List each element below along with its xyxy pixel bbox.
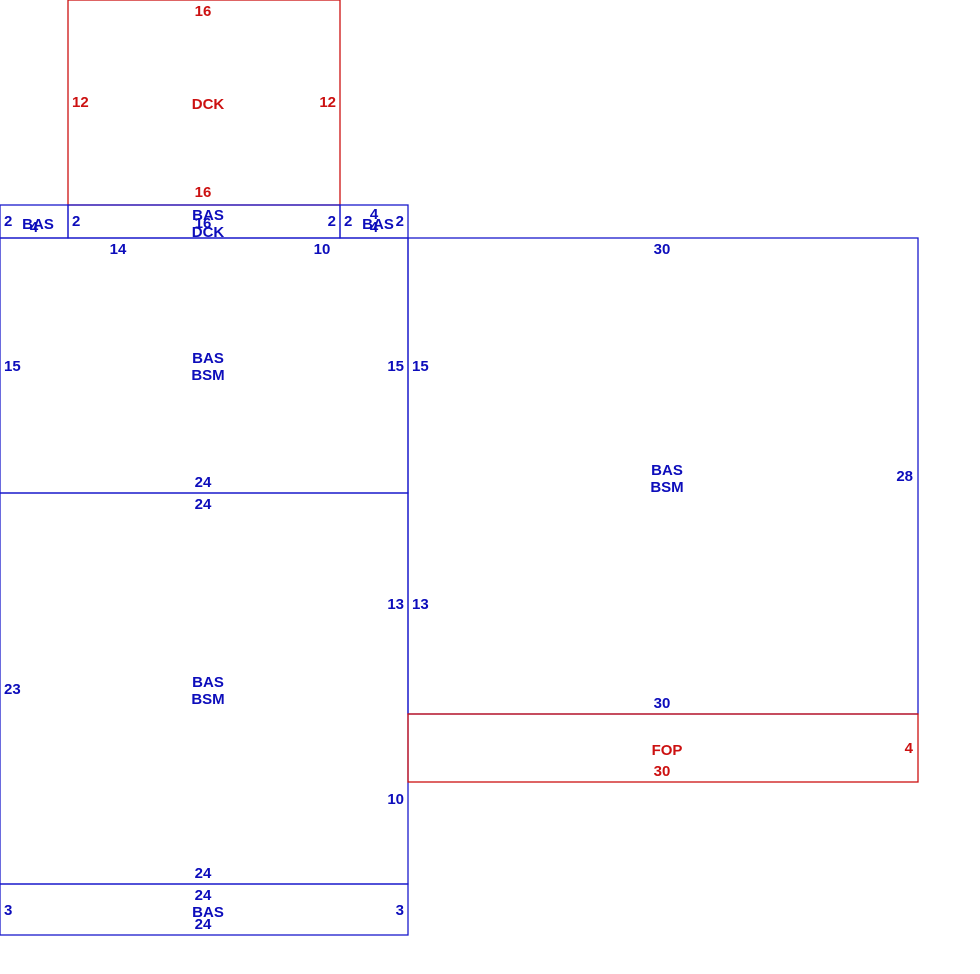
bas-right-small-dim-top: 4 — [370, 206, 379, 223]
lower-left-code-1: BAS — [192, 674, 224, 691]
upper-left-dim-bottom: 24 — [195, 474, 212, 491]
bas-right-small-dim-left: 2 — [344, 213, 352, 230]
bas-strip-dim-right: 2 — [328, 213, 336, 230]
bas-left-small-dim-right: 2 — [72, 213, 80, 230]
bottom-strip-dim-left: 3 — [4, 902, 12, 919]
area-bas-strip-center: 16 BAS DCK 2 — [67, 204, 341, 241]
porch-code: FOP — [652, 742, 683, 759]
right-large-dim-bottom: 30 — [654, 695, 671, 712]
area-bas-right-small: 2 4 4 BAS 2 — [339, 204, 409, 239]
deck-code: DCK — [192, 96, 225, 113]
deck-dim-left: 12 — [72, 94, 89, 111]
area-lower-left: 24 13 23 BAS BSM 10 24 — [0, 492, 409, 885]
lower-left-dim-top: 24 — [195, 496, 212, 513]
deck-dim-top: 16 — [195, 3, 212, 20]
lower-left-dim-left: 23 — [4, 681, 21, 698]
right-large-dim-top: 30 — [654, 241, 671, 258]
area-upper-left: 14 10 15 BAS BSM 15 24 — [0, 237, 409, 494]
bottom-strip-code: BAS — [192, 904, 224, 921]
bas-right-small-dim-bottom: 4 — [370, 219, 379, 236]
bottom-strip-outline — [0, 883, 409, 936]
deck-dim-bottom: 16 — [195, 184, 212, 201]
deck-dim-right: 12 — [319, 94, 336, 111]
upper-left-code-1: BAS — [192, 350, 224, 367]
area-bottom-strip: 24 3 BAS 3 24 — [0, 883, 409, 936]
bottom-strip-dim-right: 3 — [396, 902, 404, 919]
lower-left-dim-right-lower: 10 — [387, 791, 404, 808]
bottom-strip-dim-top: 24 — [195, 887, 212, 904]
bas-left-small-dim-bottom: 4 — [30, 219, 39, 236]
lower-left-code-2: BSM — [191, 691, 224, 708]
lower-left-dim-bottom: 24 — [195, 865, 212, 882]
area-deck: 16 12 12 DCK 16 — [67, 0, 341, 206]
bas-left-small-code: BAS — [22, 216, 54, 233]
upper-left-dim-top-left: 14 — [110, 241, 127, 258]
bas-strip-dim-top: 16 — [195, 215, 212, 232]
upper-left-dim-left: 15 — [4, 358, 21, 375]
upper-left-code-2: BSM — [191, 367, 224, 384]
porch-outline — [407, 713, 919, 783]
bas-right-small-code: BAS — [362, 216, 394, 233]
upper-left-dim-right: 15 — [387, 358, 404, 375]
bas-strip-code-1: BAS — [192, 207, 224, 224]
right-large-dim-left-upper: 15 — [412, 358, 429, 375]
bas-left-small-dim-left: 2 — [4, 213, 12, 230]
upper-left-dim-top-right: 10 — [314, 241, 331, 258]
lower-left-dim-right-upper: 13 — [387, 596, 404, 613]
right-large-dim-right: 28 — [896, 468, 913, 485]
bas-right-small-dim-right: 2 — [396, 213, 404, 230]
right-large-code-2: BSM — [650, 479, 683, 496]
area-right-large: 30 15 BAS BSM 28 13 30 — [407, 237, 919, 715]
right-large-dim-left-lower: 13 — [412, 596, 429, 613]
area-porch: FOP 4 30 — [407, 713, 919, 783]
porch-dim-bottom: 30 — [654, 763, 671, 780]
porch-dim-right: 4 — [905, 740, 914, 757]
bottom-strip-dim-bottom: 24 — [195, 916, 212, 933]
bas-strip-code-2: DCK — [192, 224, 225, 241]
right-large-code-1: BAS — [651, 462, 683, 479]
